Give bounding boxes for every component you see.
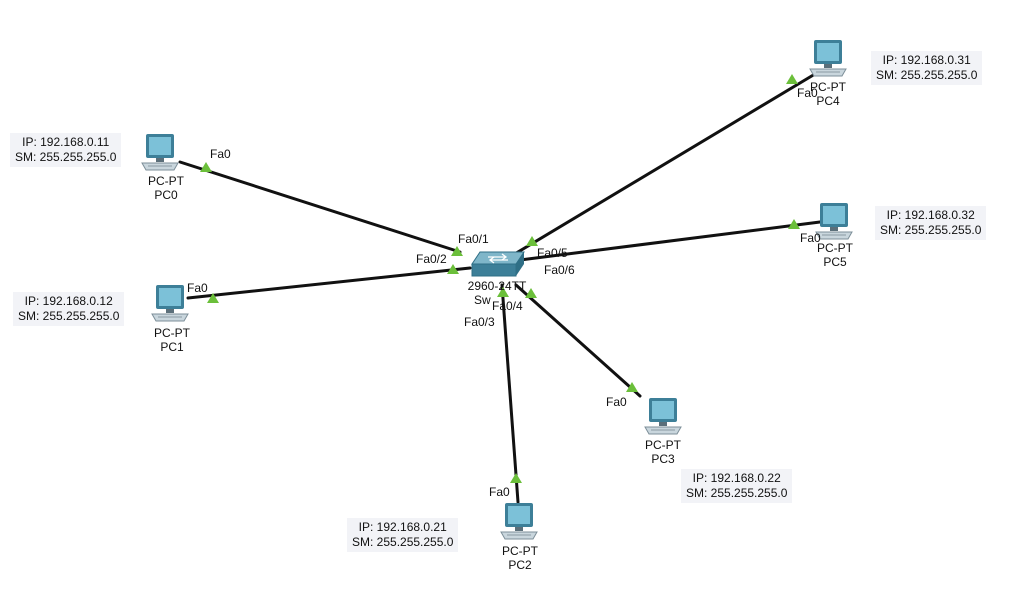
desktop-pc-icon[interactable] — [809, 39, 847, 77]
switch-port-fa0-3: Fa0/3 — [464, 315, 495, 329]
pc2-type: PC-PT — [502, 544, 538, 558]
desktop-pc-icon[interactable] — [815, 202, 853, 240]
pc4-label[interactable]: PC-PT PC4 — [793, 80, 863, 108]
pc4-address-note: IP: 192.168.0.31 SM: 255.255.255.0 — [871, 51, 983, 85]
network-switch-icon[interactable] — [471, 251, 525, 277]
pc3-ip: IP: 192.168.0.22 — [692, 471, 781, 485]
pc1-name: PC1 — [160, 340, 184, 354]
pc3-type: PC-PT — [645, 438, 681, 452]
pc2-address-note: IP: 192.168.0.21 SM: 255.255.255.0 — [347, 518, 459, 552]
links — [178, 72, 822, 504]
switch-port-fa0-2: Fa0/2 — [416, 252, 447, 266]
link-pc0[interactable] — [178, 160, 462, 254]
pc1-label[interactable]: PC-PT PC1 — [137, 326, 207, 354]
pc5-address-note: IP: 192.168.0.32 SM: 255.255.255.0 — [875, 206, 987, 240]
link-pc2[interactable] — [500, 283, 520, 504]
pc3-sm: SM: 255.255.255.0 — [686, 486, 788, 500]
desktop-pc-icon[interactable] — [141, 133, 179, 171]
pc1-sm: SM: 255.255.255.0 — [18, 309, 120, 323]
desktop-pc-icon[interactable] — [500, 502, 538, 540]
pc4-port-label: Fa0 — [797, 86, 818, 100]
switch-port-fa0-6: Fa0/6 — [544, 263, 575, 277]
link-pc5[interactable] — [518, 220, 822, 262]
link-pc3[interactable] — [514, 283, 642, 398]
pc5-type: PC-PT — [817, 241, 853, 255]
switch-port-fa0-5: Fa0/5 — [537, 246, 568, 260]
pc0-sm: SM: 255.255.255.0 — [15, 150, 117, 164]
pc2-sm: SM: 255.255.255.0 — [352, 535, 454, 549]
desktop-pc-icon[interactable] — [151, 284, 189, 322]
pc0-name: PC0 — [154, 188, 178, 202]
pc4-sm: SM: 255.255.255.0 — [876, 68, 978, 82]
switch-model: 2960-24TT — [467, 279, 527, 293]
pc3-name: PC3 — [651, 452, 675, 466]
pc3-label[interactable]: PC-PT PC3 — [628, 438, 698, 466]
pc5-name: PC5 — [823, 255, 847, 269]
link-up-triangle-icon — [510, 473, 522, 483]
switch-label[interactable]: 2960-24TT Sw — [462, 279, 532, 307]
pc1-port-label: Fa0 — [187, 281, 208, 295]
switch-port-fa0-1: Fa0/1 — [458, 232, 489, 246]
pc2-name: PC2 — [508, 558, 532, 572]
pc1-type: PC-PT — [154, 326, 190, 340]
pc0-type: PC-PT — [148, 174, 184, 188]
desktop-pc-icon[interactable] — [644, 397, 682, 435]
link-pc4[interactable] — [506, 72, 817, 260]
pc4-type: PC-PT — [810, 80, 846, 94]
pc1-ip: IP: 192.168.0.12 — [24, 294, 113, 308]
pc4-ip: IP: 192.168.0.31 — [882, 53, 971, 67]
pc5-port-label: Fa0 — [800, 231, 821, 245]
pc0-ip: IP: 192.168.0.11 — [22, 135, 110, 149]
pc3-port-label: Fa0 — [606, 395, 627, 409]
pc0-address-note: IP: 192.168.0.11 SM: 255.255.255.0 — [10, 133, 122, 167]
pc2-label[interactable]: PC-PT PC2 — [485, 544, 555, 572]
link-up-triangle-icon — [200, 162, 212, 172]
pc5-label[interactable]: PC-PT PC5 — [800, 241, 870, 269]
pc1-address-note: IP: 192.168.0.12 SM: 255.255.255.0 — [13, 292, 125, 326]
switch-port-fa0-4: Fa0/4 — [492, 299, 523, 313]
pc4-name: PC4 — [816, 94, 840, 108]
pc3-address-note: IP: 192.168.0.22 SM: 255.255.255.0 — [681, 469, 793, 503]
pc2-port-label: Fa0 — [489, 485, 510, 499]
pc0-port-label: Fa0 — [210, 147, 231, 161]
pc0-label[interactable]: PC-PT PC0 — [131, 174, 201, 202]
switch-name: Sw — [474, 293, 491, 307]
pc5-ip: IP: 192.168.0.32 — [886, 208, 975, 222]
pc2-ip: IP: 192.168.0.21 — [358, 520, 447, 534]
link-pc1[interactable] — [186, 266, 472, 300]
pc5-sm: SM: 255.255.255.0 — [880, 223, 982, 237]
